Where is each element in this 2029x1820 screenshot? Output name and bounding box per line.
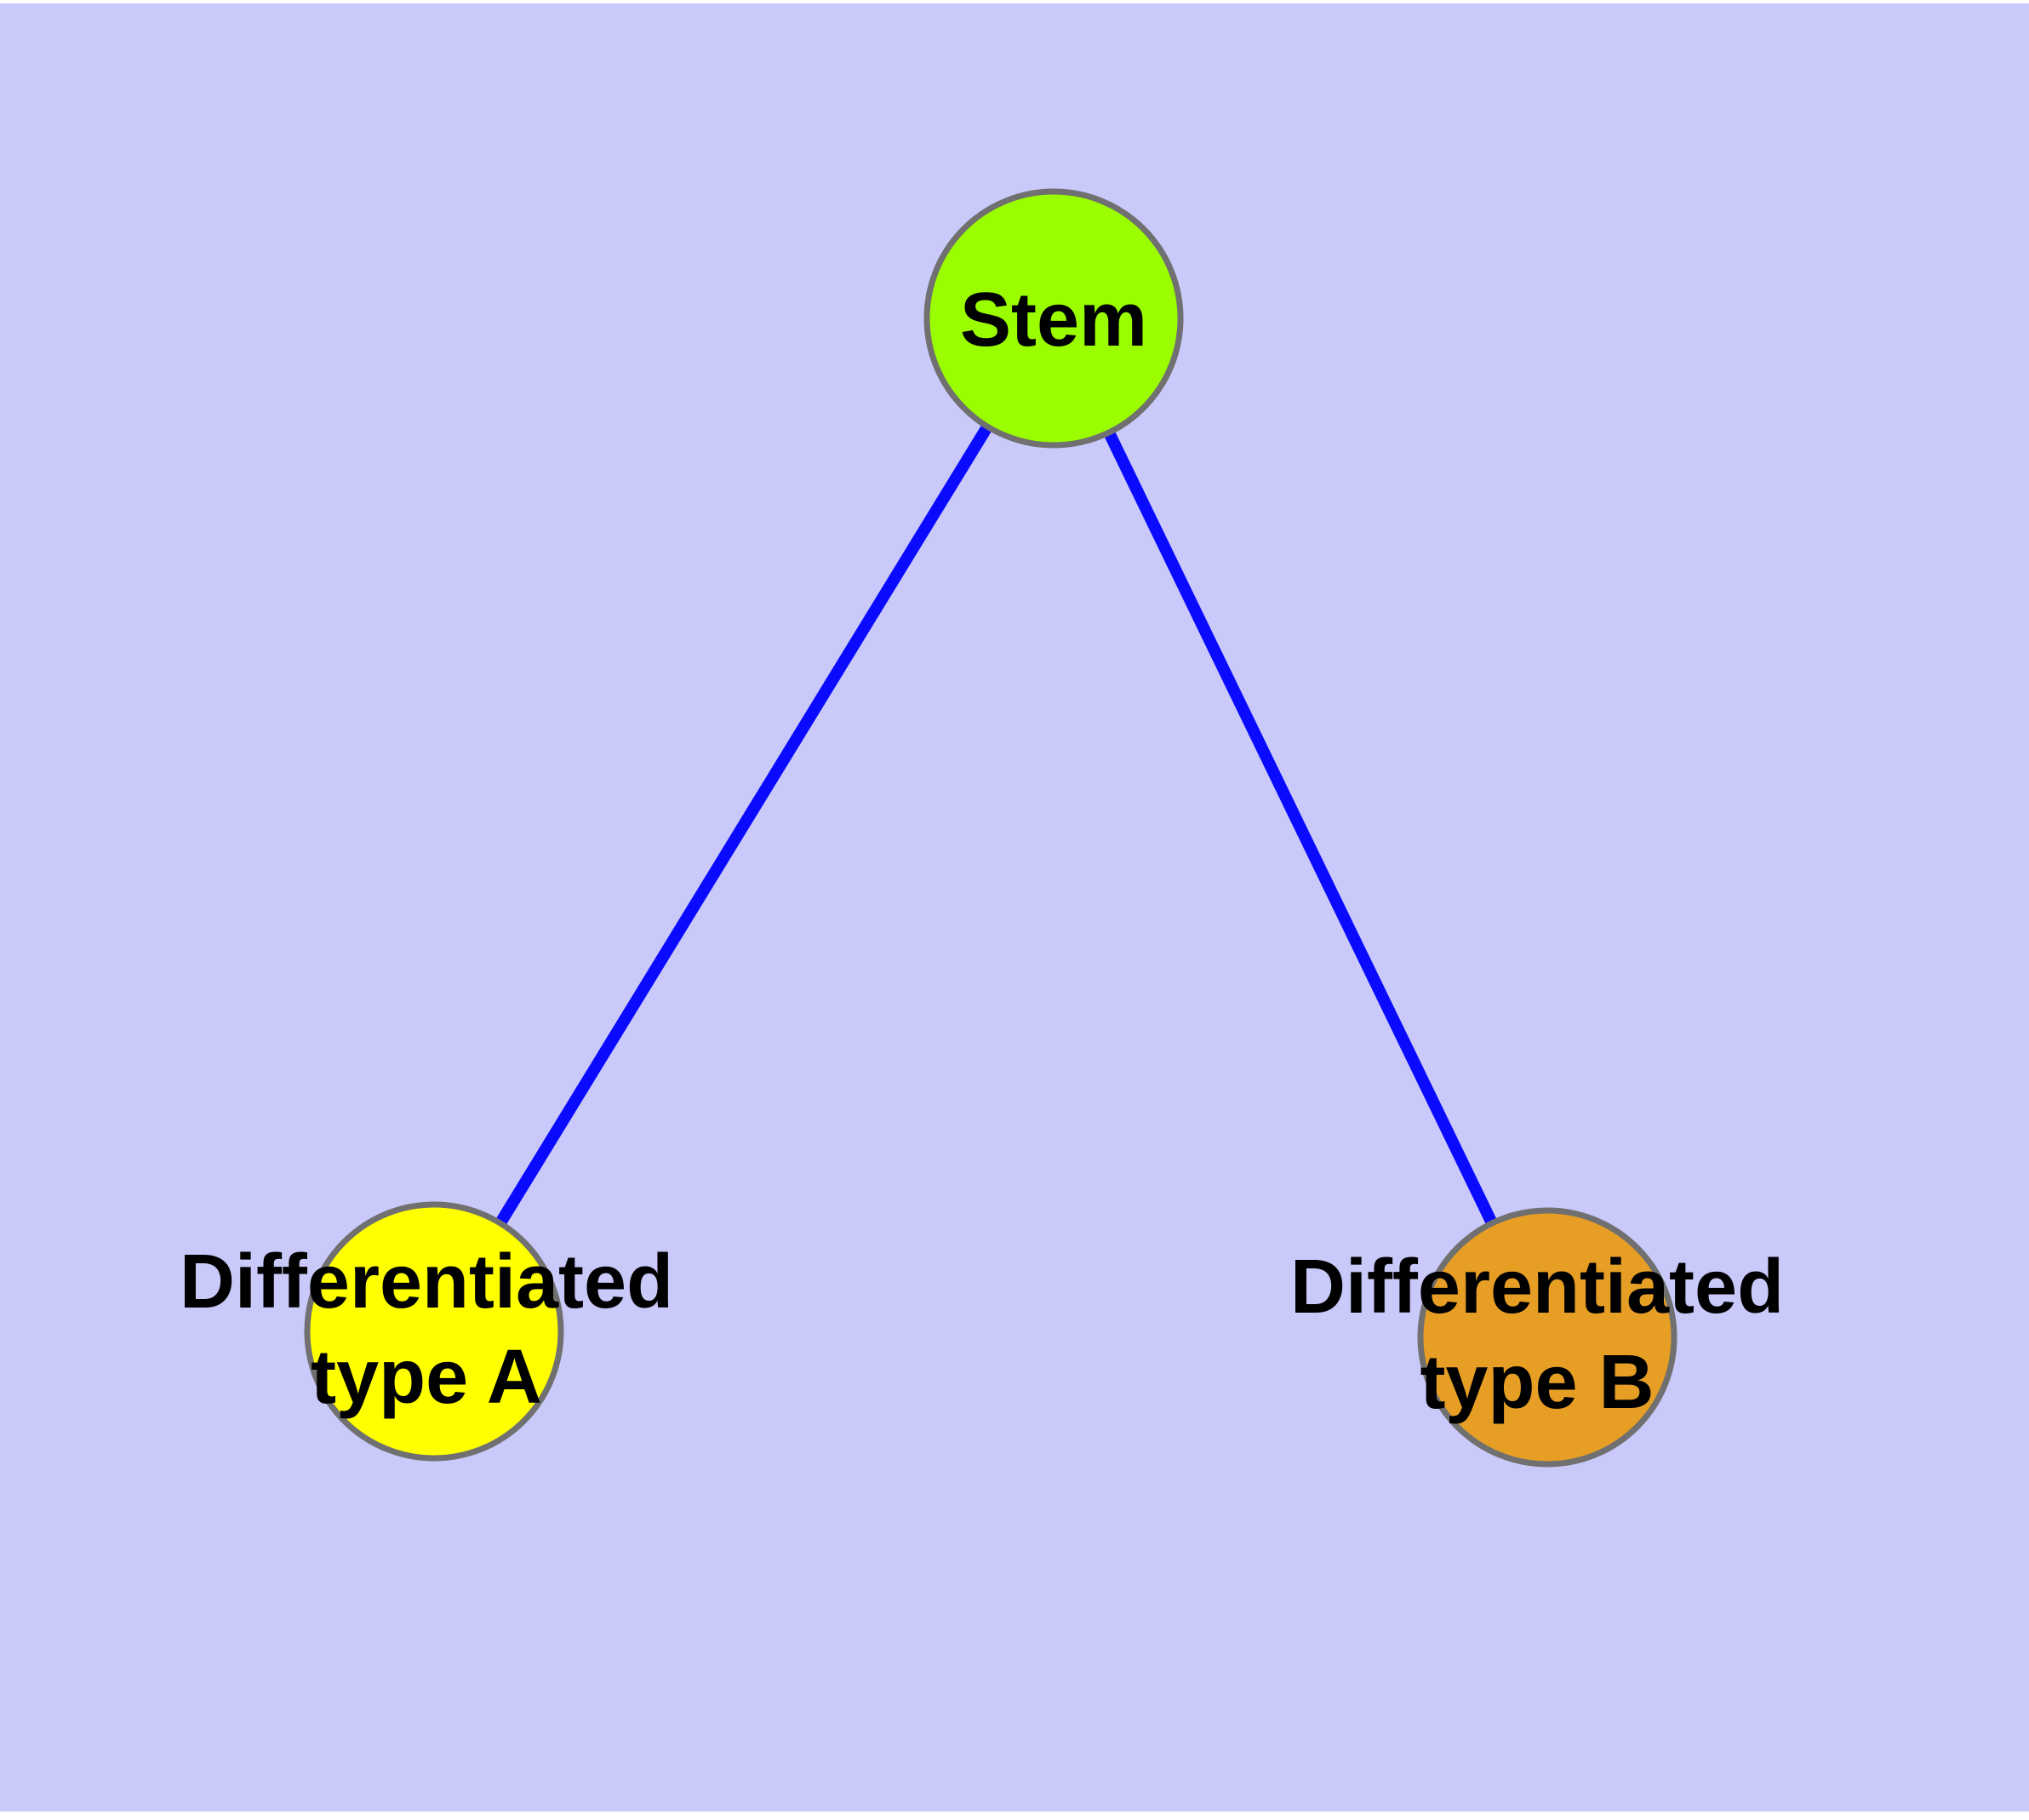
node-stem-label: Stem: [959, 278, 1148, 363]
node-differentiated-type-b-circle: [1417, 1207, 1677, 1468]
edge-stem-to-type-b: [1048, 315, 1553, 1341]
node-differentiated-type-b-label-line2: type B: [1420, 1340, 1655, 1425]
node-differentiated-type-a-label: Differentiated type A: [180, 1234, 673, 1425]
node-differentiated-type-a-circle: [304, 1201, 564, 1462]
node-differentiated-type-b-label-line1: Differentiated: [1289, 1245, 1785, 1330]
edge-stem-to-type-a: [429, 315, 1059, 1335]
node-stem-circle: [923, 188, 1184, 449]
node-differentiated-type-a-label-line2: type A: [311, 1335, 542, 1420]
node-differentiated-type-a-label-line1: Differentiated: [179, 1239, 674, 1325]
node-differentiated-type-b-label: Differentiated type B: [1290, 1239, 1784, 1430]
